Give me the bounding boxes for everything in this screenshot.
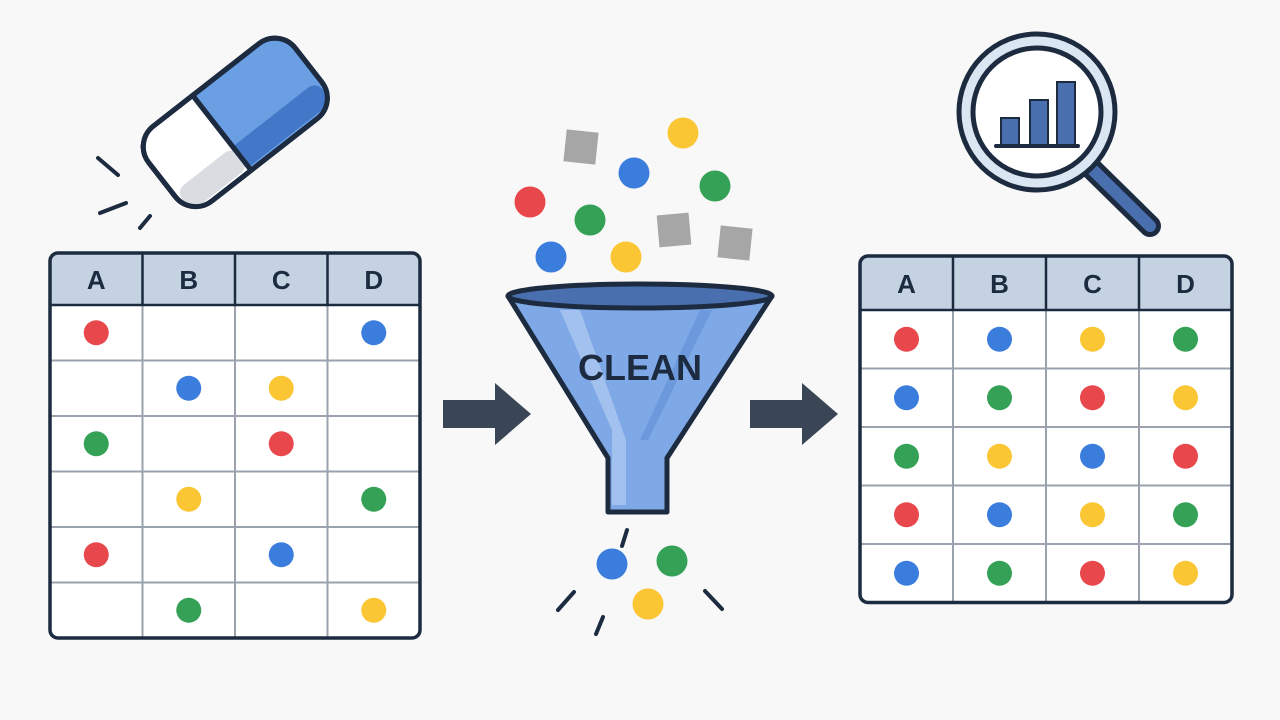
column-header-c: C [272, 265, 291, 295]
table-border [858, 254, 1234, 605]
data-dot-blue [987, 502, 1012, 528]
column-header-c: C [1083, 269, 1102, 299]
input-dot-green [574, 204, 606, 236]
dirty-data-square [656, 212, 692, 248]
funnel-icon: CLEAN [505, 281, 775, 515]
data-dot-green [987, 385, 1012, 411]
data-dot-red [1173, 443, 1198, 469]
input-dot-yellow [667, 117, 699, 149]
data-dot-blue [1080, 443, 1105, 469]
data-dot-red [894, 502, 919, 528]
input-dot-green [699, 170, 731, 202]
data-dot-green [1173, 502, 1198, 528]
data-dot-yellow [176, 486, 202, 512]
input-dot-blue [535, 241, 567, 273]
data-dot-blue [361, 320, 387, 346]
column-header-b: B [179, 265, 198, 295]
data-dot-yellow [1173, 560, 1198, 586]
data-dot-yellow [987, 443, 1012, 469]
data-dot-red [83, 320, 109, 346]
data-dot-blue [268, 542, 294, 568]
magnifying-glass-icon [956, 31, 1161, 237]
eraser-motion-lines [96, 156, 152, 230]
output-dot-yellow [632, 588, 664, 620]
data-dot-yellow [268, 375, 294, 401]
input-dot-blue [618, 157, 650, 189]
data-dot-green [361, 486, 387, 512]
data-dot-blue [176, 375, 202, 401]
data-dot-blue [987, 326, 1012, 352]
funnel-input-items [514, 117, 753, 273]
data-dot-green [176, 597, 202, 623]
arrow-right-icon [750, 383, 838, 445]
data-dot-yellow [1173, 385, 1198, 411]
data-dot-yellow [1080, 502, 1105, 528]
output-dot-green [656, 545, 688, 577]
bar-chart-icon [994, 81, 1080, 148]
data-dot-red [1080, 385, 1105, 411]
data-dot-green [987, 560, 1012, 586]
data-dot-green [894, 443, 919, 469]
dirty-data-square [717, 225, 753, 261]
funnel-label: CLEAN [578, 347, 702, 388]
table-border [48, 251, 422, 640]
data-dot-red [83, 542, 109, 568]
column-header-a: A [87, 265, 106, 295]
data-dot-yellow [1080, 326, 1105, 352]
eraser-icon [96, 35, 330, 230]
data-dot-green [1173, 326, 1198, 352]
arrow-right-icon [443, 383, 531, 445]
column-header-d: D [1176, 269, 1195, 299]
input-dot-red [514, 186, 546, 218]
data-dot-red [894, 326, 919, 352]
output-motion-lines [556, 528, 724, 636]
data-dot-red [268, 431, 294, 457]
dirty-data-square [563, 129, 599, 165]
column-header-d: D [364, 265, 383, 295]
column-header-a: A [897, 269, 916, 299]
funnel-output-items [596, 545, 688, 620]
data-dot-red [1080, 560, 1105, 586]
output-dot-blue [596, 548, 628, 580]
data-dot-green [83, 431, 109, 457]
input-dot-yellow [610, 241, 642, 273]
clean-data-table: A B C D [858, 254, 1234, 605]
raw-data-table: A B C D [48, 251, 422, 640]
column-header-b: B [990, 269, 1009, 299]
data-dot-yellow [361, 597, 387, 623]
data-dot-blue [894, 385, 919, 411]
data-dot-blue [894, 560, 919, 586]
